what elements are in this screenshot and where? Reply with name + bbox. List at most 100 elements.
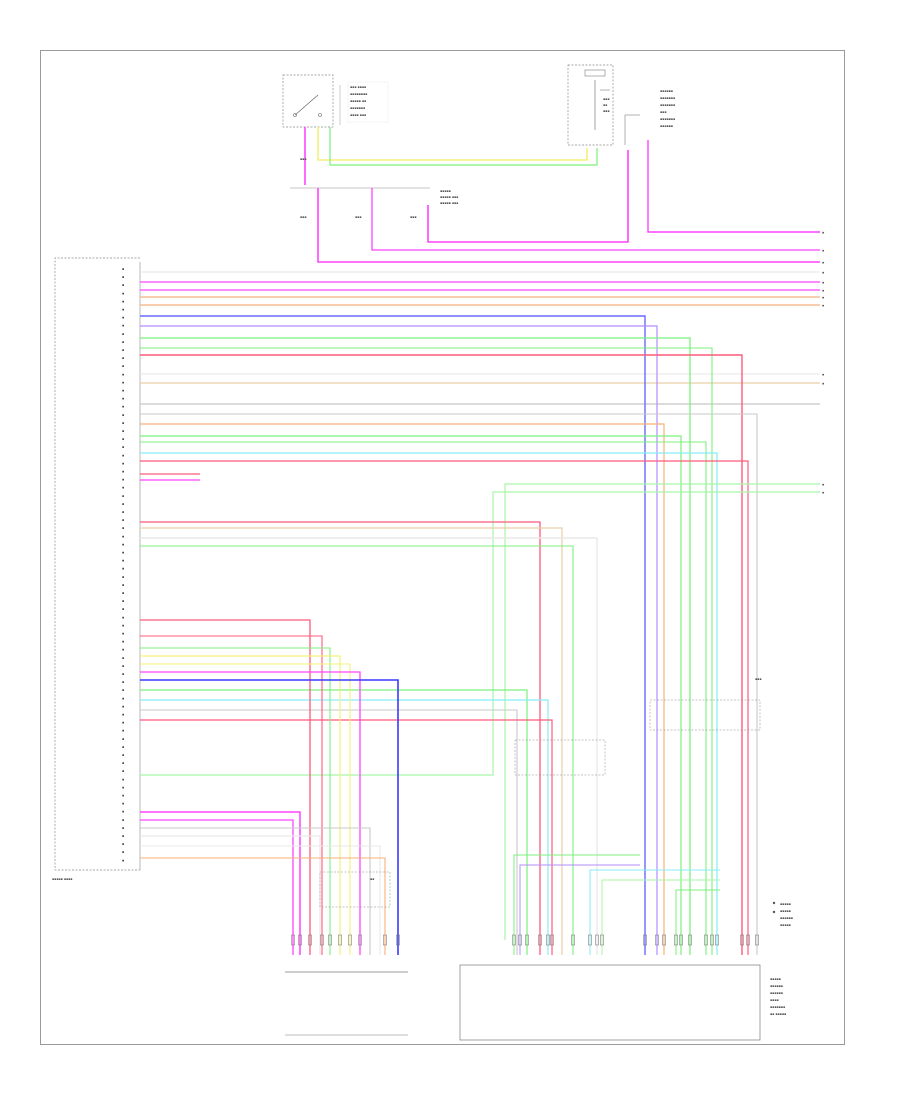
pin-number: ▪ xyxy=(122,713,124,717)
svg-text:▪▪▪▪: ▪▪▪▪ xyxy=(770,998,779,1002)
svg-text:▪▪▪ ▪▪▪▪: ▪▪▪ ▪▪▪▪ xyxy=(350,85,366,89)
pin-number: ▪ xyxy=(122,672,124,676)
connector-pin xyxy=(740,934,744,946)
connector-pin xyxy=(674,934,678,946)
connector-pin xyxy=(715,934,719,946)
connector-pin xyxy=(383,934,387,946)
pin-number: ▪ xyxy=(122,777,124,781)
svg-text:▪▪▪▪▪▪▪▪: ▪▪▪▪▪▪▪▪ xyxy=(350,92,367,96)
pin-number: ▪ xyxy=(122,502,124,506)
left-module: ▪ ▪ ▪ ▪ ▪ ▪ ▪ ▪ ▪ xyxy=(52,257,141,881)
pin-number: ▪ xyxy=(122,461,124,465)
connector-pin xyxy=(546,934,550,946)
pin-number: ▪ xyxy=(122,842,124,846)
pin-number: ▪ xyxy=(122,704,124,708)
pin-number: ▪ xyxy=(122,340,124,344)
pin-number: ▪ xyxy=(122,583,124,587)
svg-text:▪▪▪▪▪: ▪▪▪▪▪ xyxy=(780,902,791,906)
svg-text:▪▪▪: ▪▪▪ xyxy=(660,110,666,114)
pin-number: ▪ xyxy=(122,794,124,798)
connector-pin xyxy=(595,934,599,946)
pin-number: ▪ xyxy=(122,818,124,822)
top-left-switch: ▪▪▪ ▪▪▪▪ ▪▪▪▪▪▪▪▪ ▪▪▪▪▪ ▪▪ ▪▪▪▪▪▪▪ ▪▪▪▪ … xyxy=(282,74,389,128)
svg-text:▪▪▪: ▪▪▪ xyxy=(410,215,416,219)
terminal-mark: ▪ xyxy=(822,261,824,265)
svg-text:▪▪▪▪▪: ▪▪▪▪▪ xyxy=(440,189,451,193)
svg-text:▪▪▪▪▪▪: ▪▪▪▪▪▪ xyxy=(770,991,783,995)
svg-text:▪▪▪: ▪▪▪ xyxy=(300,157,306,161)
svg-text:▪▪▪▪▪▪▪: ▪▪▪▪▪▪▪ xyxy=(660,103,675,107)
pin-number: ▪ xyxy=(122,389,124,393)
connector-pin xyxy=(538,934,542,946)
top-connecting-wires: ▪▪▪▪▪ ▪▪▪▪▪ ▪▪▪ ▪▪▪▪▪ ▪▪▪ ▪▪▪ ▪▪▪ ▪▪▪ ▪▪… xyxy=(290,127,820,263)
connector-pin xyxy=(550,934,554,946)
svg-text:▪▪ ▪▪▪▪▪: ▪▪ ▪▪▪▪▪ xyxy=(770,1012,786,1016)
pin-number: ▪ xyxy=(122,380,124,384)
svg-text:▪▪: ▪▪ xyxy=(370,877,374,881)
pin-number: ▪ xyxy=(122,567,124,571)
bottom-left-connector xyxy=(285,934,408,973)
terminal-mark: ▪ xyxy=(822,249,824,253)
connector-pin xyxy=(291,934,295,946)
diagram-frame xyxy=(40,50,845,1045)
svg-text:▪▪▪▪▪▪▪: ▪▪▪▪▪▪▪ xyxy=(770,1005,785,1009)
vertical-drops xyxy=(140,315,820,955)
pin-number: ▪ xyxy=(122,494,124,498)
pin-number: ▪ xyxy=(122,470,124,474)
pin-number: ▪ xyxy=(122,680,124,684)
terminal-mark: ▪ xyxy=(822,373,824,377)
svg-text:▪▪▪: ▪▪▪ xyxy=(603,97,609,101)
pin-number: ▪ xyxy=(122,632,124,636)
pin-number: ▪ xyxy=(122,761,124,765)
pin-number: ▪ xyxy=(122,478,124,482)
connector-pin xyxy=(512,934,516,946)
right-side-labels: ▪▪▪▪▪ ▪▪▪▪▪ ▪▪▪▪▪▪ ▪▪▪▪▪ xyxy=(772,901,793,927)
pin-number: ▪ xyxy=(122,688,124,692)
pin-number: ▪ xyxy=(122,405,124,409)
connector-pin xyxy=(320,934,324,946)
pin-number: ▪ xyxy=(122,834,124,838)
pin-number: ▪ xyxy=(122,640,124,644)
connector-pin xyxy=(755,934,759,946)
pin-number: ▪ xyxy=(122,526,124,530)
svg-text:▪▪▪▪▪: ▪▪▪▪▪ xyxy=(770,977,781,981)
pin-number: ▪ xyxy=(122,559,124,563)
pin-number: ▪ xyxy=(122,802,124,806)
connector-pin xyxy=(525,934,529,946)
pin-number: ▪ xyxy=(122,664,124,668)
pin-number: ▪ xyxy=(122,510,124,514)
pin-number: ▪ xyxy=(122,599,124,603)
splice-boxes: ▪▪▪ ▪▪ xyxy=(319,677,761,908)
pin-number: ▪ xyxy=(122,413,124,417)
connector-pin xyxy=(328,934,332,946)
pin-number: ▪ xyxy=(122,810,124,814)
svg-text:▪▪▪▪▪▪: ▪▪▪▪▪▪ xyxy=(660,89,673,93)
pin-number: ▪ xyxy=(122,769,124,773)
pin-number: ▪ xyxy=(122,826,124,830)
connector-pin xyxy=(358,934,362,946)
terminal-mark: ▪ xyxy=(822,382,824,386)
pin-number: ▪ xyxy=(122,656,124,660)
pin-number: ▪ xyxy=(122,372,124,376)
pin-number: ▪ xyxy=(122,534,124,538)
pin-number: ▪ xyxy=(122,291,124,295)
terminal-mark: ▪ xyxy=(822,483,824,487)
svg-text:▪▪▪▪▪ ▪▪▪: ▪▪▪▪▪ ▪▪▪ xyxy=(440,195,458,199)
svg-text:▪▪▪▪▪▪: ▪▪▪▪▪▪ xyxy=(660,124,673,128)
pin-number: ▪ xyxy=(122,283,124,287)
connector-pin xyxy=(679,934,683,946)
pin-number: ▪ xyxy=(122,753,124,757)
pin-number: ▪ xyxy=(122,397,124,401)
pin-number: ▪ xyxy=(122,648,124,652)
svg-text:▪▪▪: ▪▪▪ xyxy=(755,677,761,681)
svg-text:▪▪▪▪▪ ▪▪▪▪: ▪▪▪▪▪ ▪▪▪▪ xyxy=(52,877,72,881)
pin-number: ▪ xyxy=(122,623,124,627)
connector-pin xyxy=(704,934,708,946)
svg-text:▪▪▪: ▪▪▪ xyxy=(355,215,361,219)
connector-pin xyxy=(518,934,522,946)
pin-number: ▪ xyxy=(122,324,124,328)
pin-number: ▪ xyxy=(122,737,124,741)
terminal-mark: ▪ xyxy=(822,296,824,300)
pin-number: ▪ xyxy=(122,275,124,279)
